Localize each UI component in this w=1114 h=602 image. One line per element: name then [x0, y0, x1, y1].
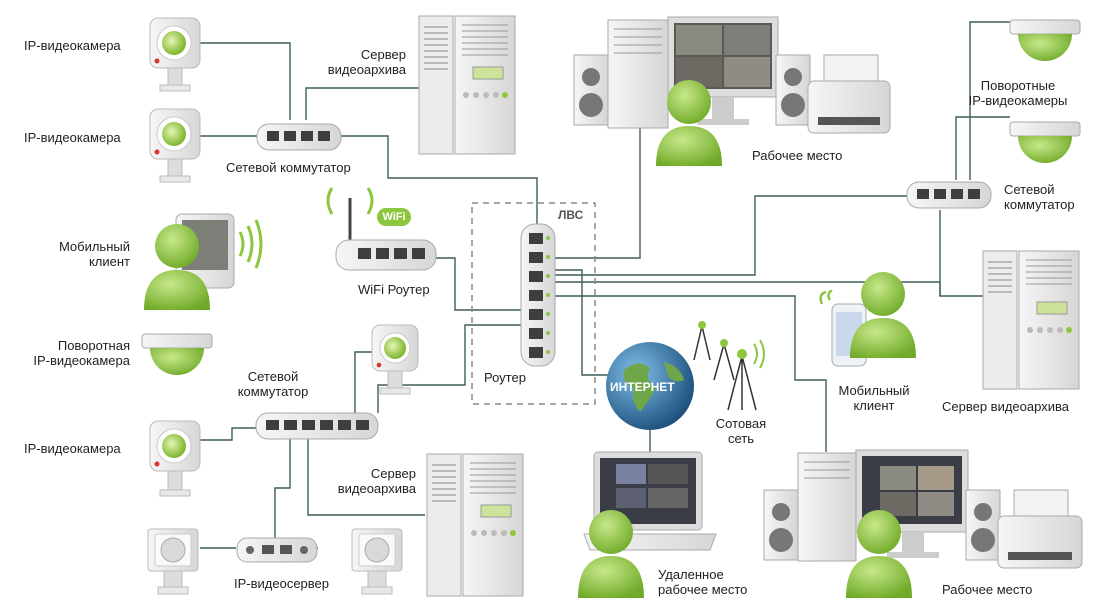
analog-camera-1-icon: [147, 528, 199, 595]
label-wifi-router: WiFi Роутер: [358, 282, 430, 297]
network-switch-right-icon: [906, 181, 992, 209]
label-workplace-bottom: Рабочее место: [942, 582, 1033, 597]
ip-camera-1-icon: [149, 17, 201, 92]
label-cellular-network: Сотовая сеть: [715, 416, 767, 446]
label-mobile-client-right: Мобильный клиент: [838, 383, 910, 413]
workplace-top-icon: [573, 16, 891, 134]
ptz-camera-right-1-icon: [1009, 19, 1081, 61]
label-network-switch-right: Сетевой коммутатор: [1004, 182, 1075, 212]
ip-camera-4-icon: [371, 324, 419, 395]
workplace-bottom-icon: [763, 449, 1083, 569]
cellular-tower-icon: [693, 321, 765, 411]
label-network-switch-top: Сетевой коммутатор: [226, 160, 351, 175]
label-internet: ИНТЕРНЕТ: [610, 380, 675, 394]
network-switch-top-icon: [256, 123, 342, 151]
user-mobile-right-icon: [850, 272, 916, 358]
label-video-archive-server-top: Сервер видеоархива: [327, 47, 406, 77]
ip-camera-3-icon: [149, 420, 201, 497]
label-ip-videoserver: IP-видеосервер: [234, 576, 330, 591]
ip-camera-2-icon: [149, 108, 201, 183]
wifi-router-icon: [326, 187, 437, 271]
ip-videoserver-icon: [236, 537, 318, 563]
label-ip-camera-2: IP-видеокамера: [24, 130, 121, 145]
label-mobile-client-left: Мобильный клиент: [58, 239, 130, 269]
internet-globe-icon: [606, 342, 694, 430]
user-workplace-top-icon: [656, 80, 722, 166]
user-workplace-bottom-icon: [846, 510, 912, 598]
label-lan: ЛВС: [558, 208, 584, 222]
user-mobile-left-icon: [144, 224, 210, 310]
video-archive-server-bottom-icon: [426, 453, 524, 597]
label-remote-workplace: Удаленное рабочее место: [658, 567, 748, 597]
wifi-logo: WiFi: [377, 208, 411, 226]
label-network-switch-bottom: Сетевой коммутатор: [237, 369, 309, 399]
label-workplace-top: Рабочее место: [752, 148, 843, 163]
network-switch-bottom-icon: [255, 412, 379, 440]
analog-camera-2-icon: [351, 528, 403, 595]
ptz-camera-right-2-icon: [1009, 121, 1081, 163]
label-ptz-cameras-right: Поворотные IP-видеокамеры: [968, 78, 1068, 108]
video-archive-server-top-icon: [418, 15, 516, 155]
label-ip-camera-1: IP-видеокамера: [24, 38, 121, 53]
ptz-camera-left-icon: [141, 333, 213, 375]
label-ptz-camera-left: Поворотная IP-видеокамера: [33, 338, 130, 368]
label-video-archive-server-bottom: Сервер видеоархива: [337, 466, 416, 496]
label-router: Роутер: [484, 370, 526, 385]
router-icon: [520, 223, 556, 367]
video-archive-server-right-icon: [982, 250, 1080, 390]
label-ip-camera-3: IP-видеокамера: [24, 441, 121, 456]
user-remote-icon: [578, 510, 644, 598]
label-video-archive-server-right: Сервер видеоархива: [942, 399, 1069, 414]
